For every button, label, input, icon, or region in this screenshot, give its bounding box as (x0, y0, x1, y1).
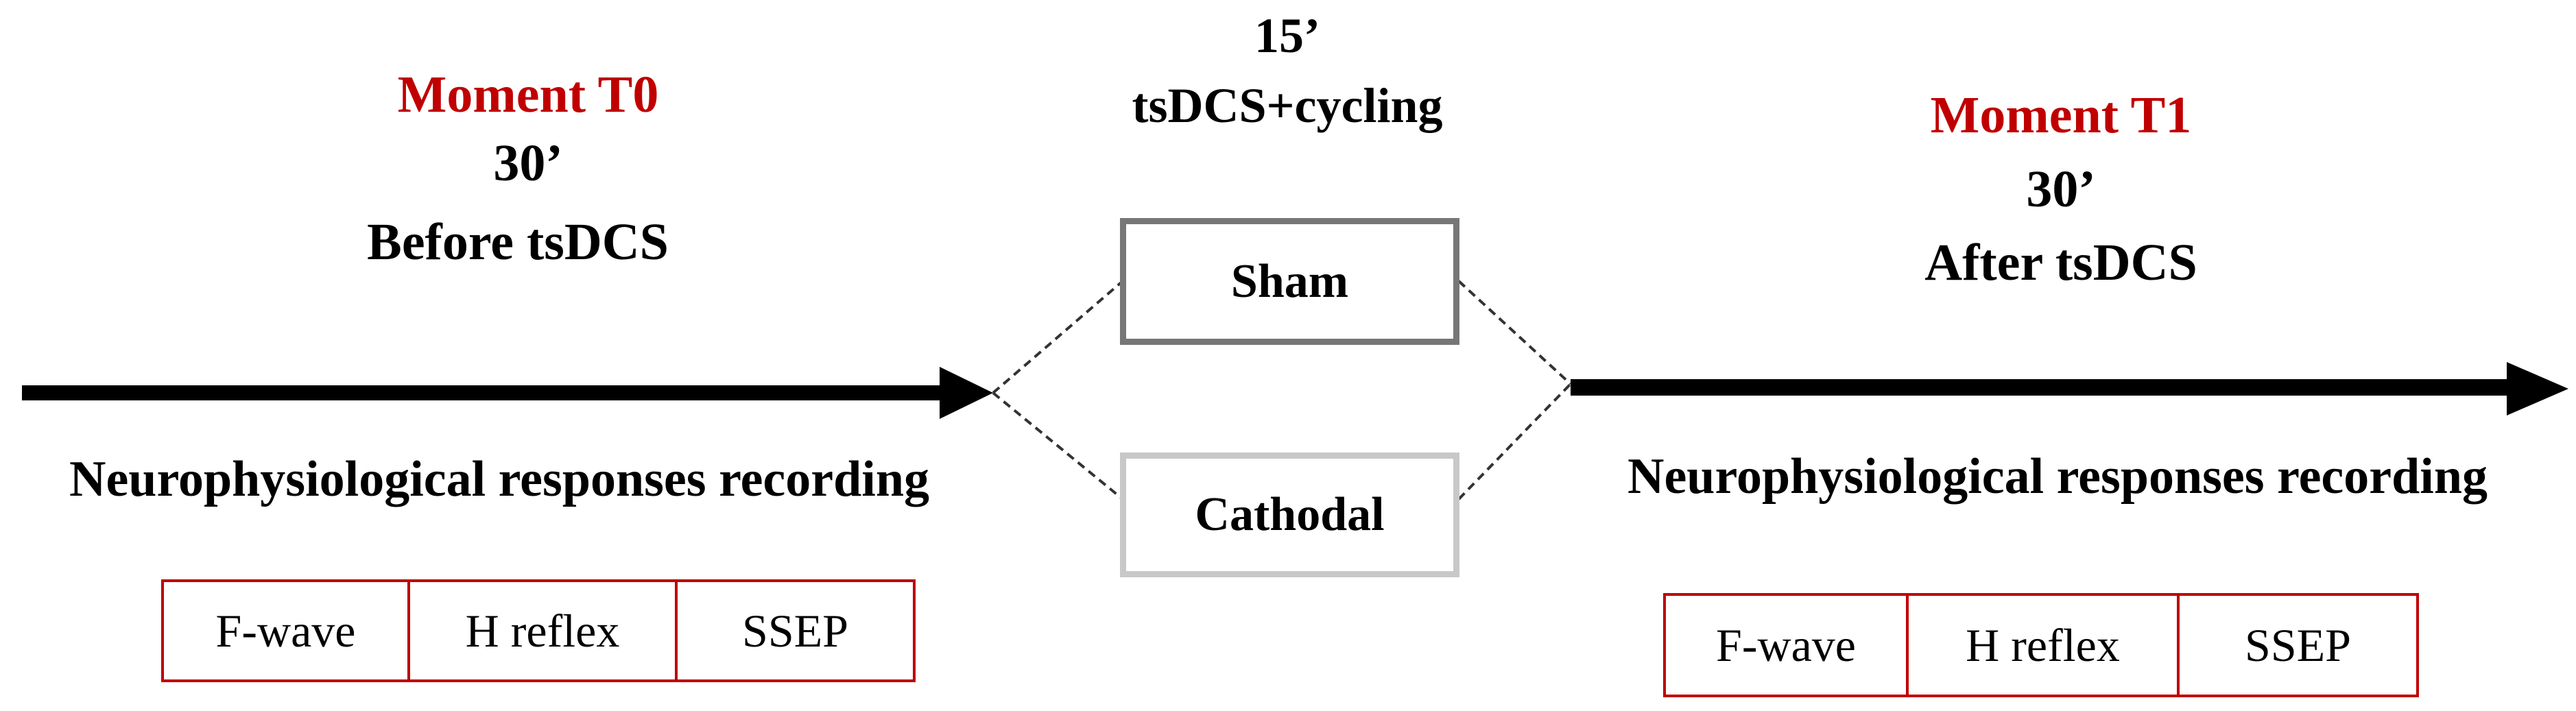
recording-label-t0: Neurophysiological responses recording (69, 451, 929, 507)
measures-table-t0: F-wave H reflex SSEP (161, 579, 916, 682)
timeline-arrow-right (1571, 362, 2568, 415)
connector-left-to-sham (992, 280, 1124, 394)
moment-t1-duration: 30’ (2026, 160, 2096, 218)
moment-t0-title: Moment T0 (397, 66, 659, 123)
moment-t1-title: Moment T1 (1930, 86, 2192, 144)
moment-t0-description: Before tsDCS (367, 213, 669, 271)
condition-label-cathodal: Cathodal (1195, 488, 1385, 541)
intervention-description: tsDCS+cycling (1132, 78, 1443, 133)
dashed-connectors (992, 280, 1572, 501)
connector-sham-to-right (1457, 280, 1572, 385)
moment-t0-duration: 30’ (493, 134, 563, 192)
measures-table-t1: F-wave H reflex SSEP (1663, 593, 2419, 697)
measure-cell-h-reflex: H reflex (407, 582, 675, 679)
recording-label-t1: Neurophysiological responses recording (1627, 448, 2488, 505)
measure-cell-ssep: SSEP (2177, 596, 2416, 695)
moment-t1-description: After tsDCS (1924, 234, 2197, 291)
condition-box-sham: Sham (1120, 218, 1459, 345)
condition-label-sham: Sham (1230, 254, 1349, 308)
timeline-arrow-left (22, 367, 993, 419)
connector-left-to-cathodal (992, 391, 1124, 501)
intervention-duration: 15’ (1254, 8, 1320, 63)
measure-cell-f-wave: F-wave (215, 604, 356, 657)
measure-cell-ssep: SSEP (675, 582, 913, 679)
measure-cell-h-reflex: H reflex (1906, 596, 2177, 695)
measure-cell-f-wave: F-wave (1716, 618, 1856, 671)
condition-box-cathodal: Cathodal (1120, 453, 1459, 577)
connector-cathodal-to-right (1457, 383, 1572, 501)
